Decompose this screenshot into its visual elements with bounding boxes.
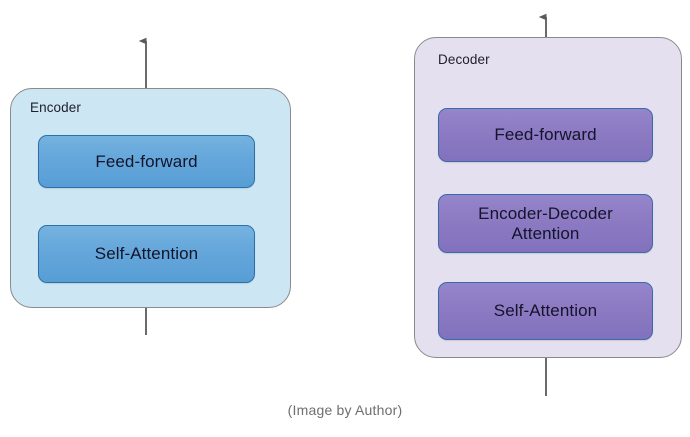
encoder-block-feed-forward-label: Feed-forward [95,151,198,171]
decoder-block-feed-forward-label: Feed-forward [494,125,597,145]
decoder-block-encoder-decoder-attention[interactable]: Encoder-Decoder Attention [438,194,653,253]
encoder-block-self-attention[interactable]: Self-Attention [38,225,255,283]
encoder-block-self-attention-label: Self-Attention [94,244,199,264]
decoder-block-encoder-decoder-attention-label-line2: Attention [511,223,580,243]
decoder-label: Decoder [438,52,490,67]
decoder-block-feed-forward[interactable]: Feed-forward [438,108,653,162]
decoder-block-encoder-decoder-attention-label-line1: Encoder-Decoder [478,204,613,224]
encoder-block-feed-forward[interactable]: Feed-forward [38,135,255,188]
decoder-block-self-attention[interactable]: Self-Attention [438,282,653,340]
decoder-block-self-attention-label: Self-Attention [493,301,598,321]
figure-caption: (Image by Author) [287,402,403,418]
encoder-label: Encoder [30,100,81,115]
